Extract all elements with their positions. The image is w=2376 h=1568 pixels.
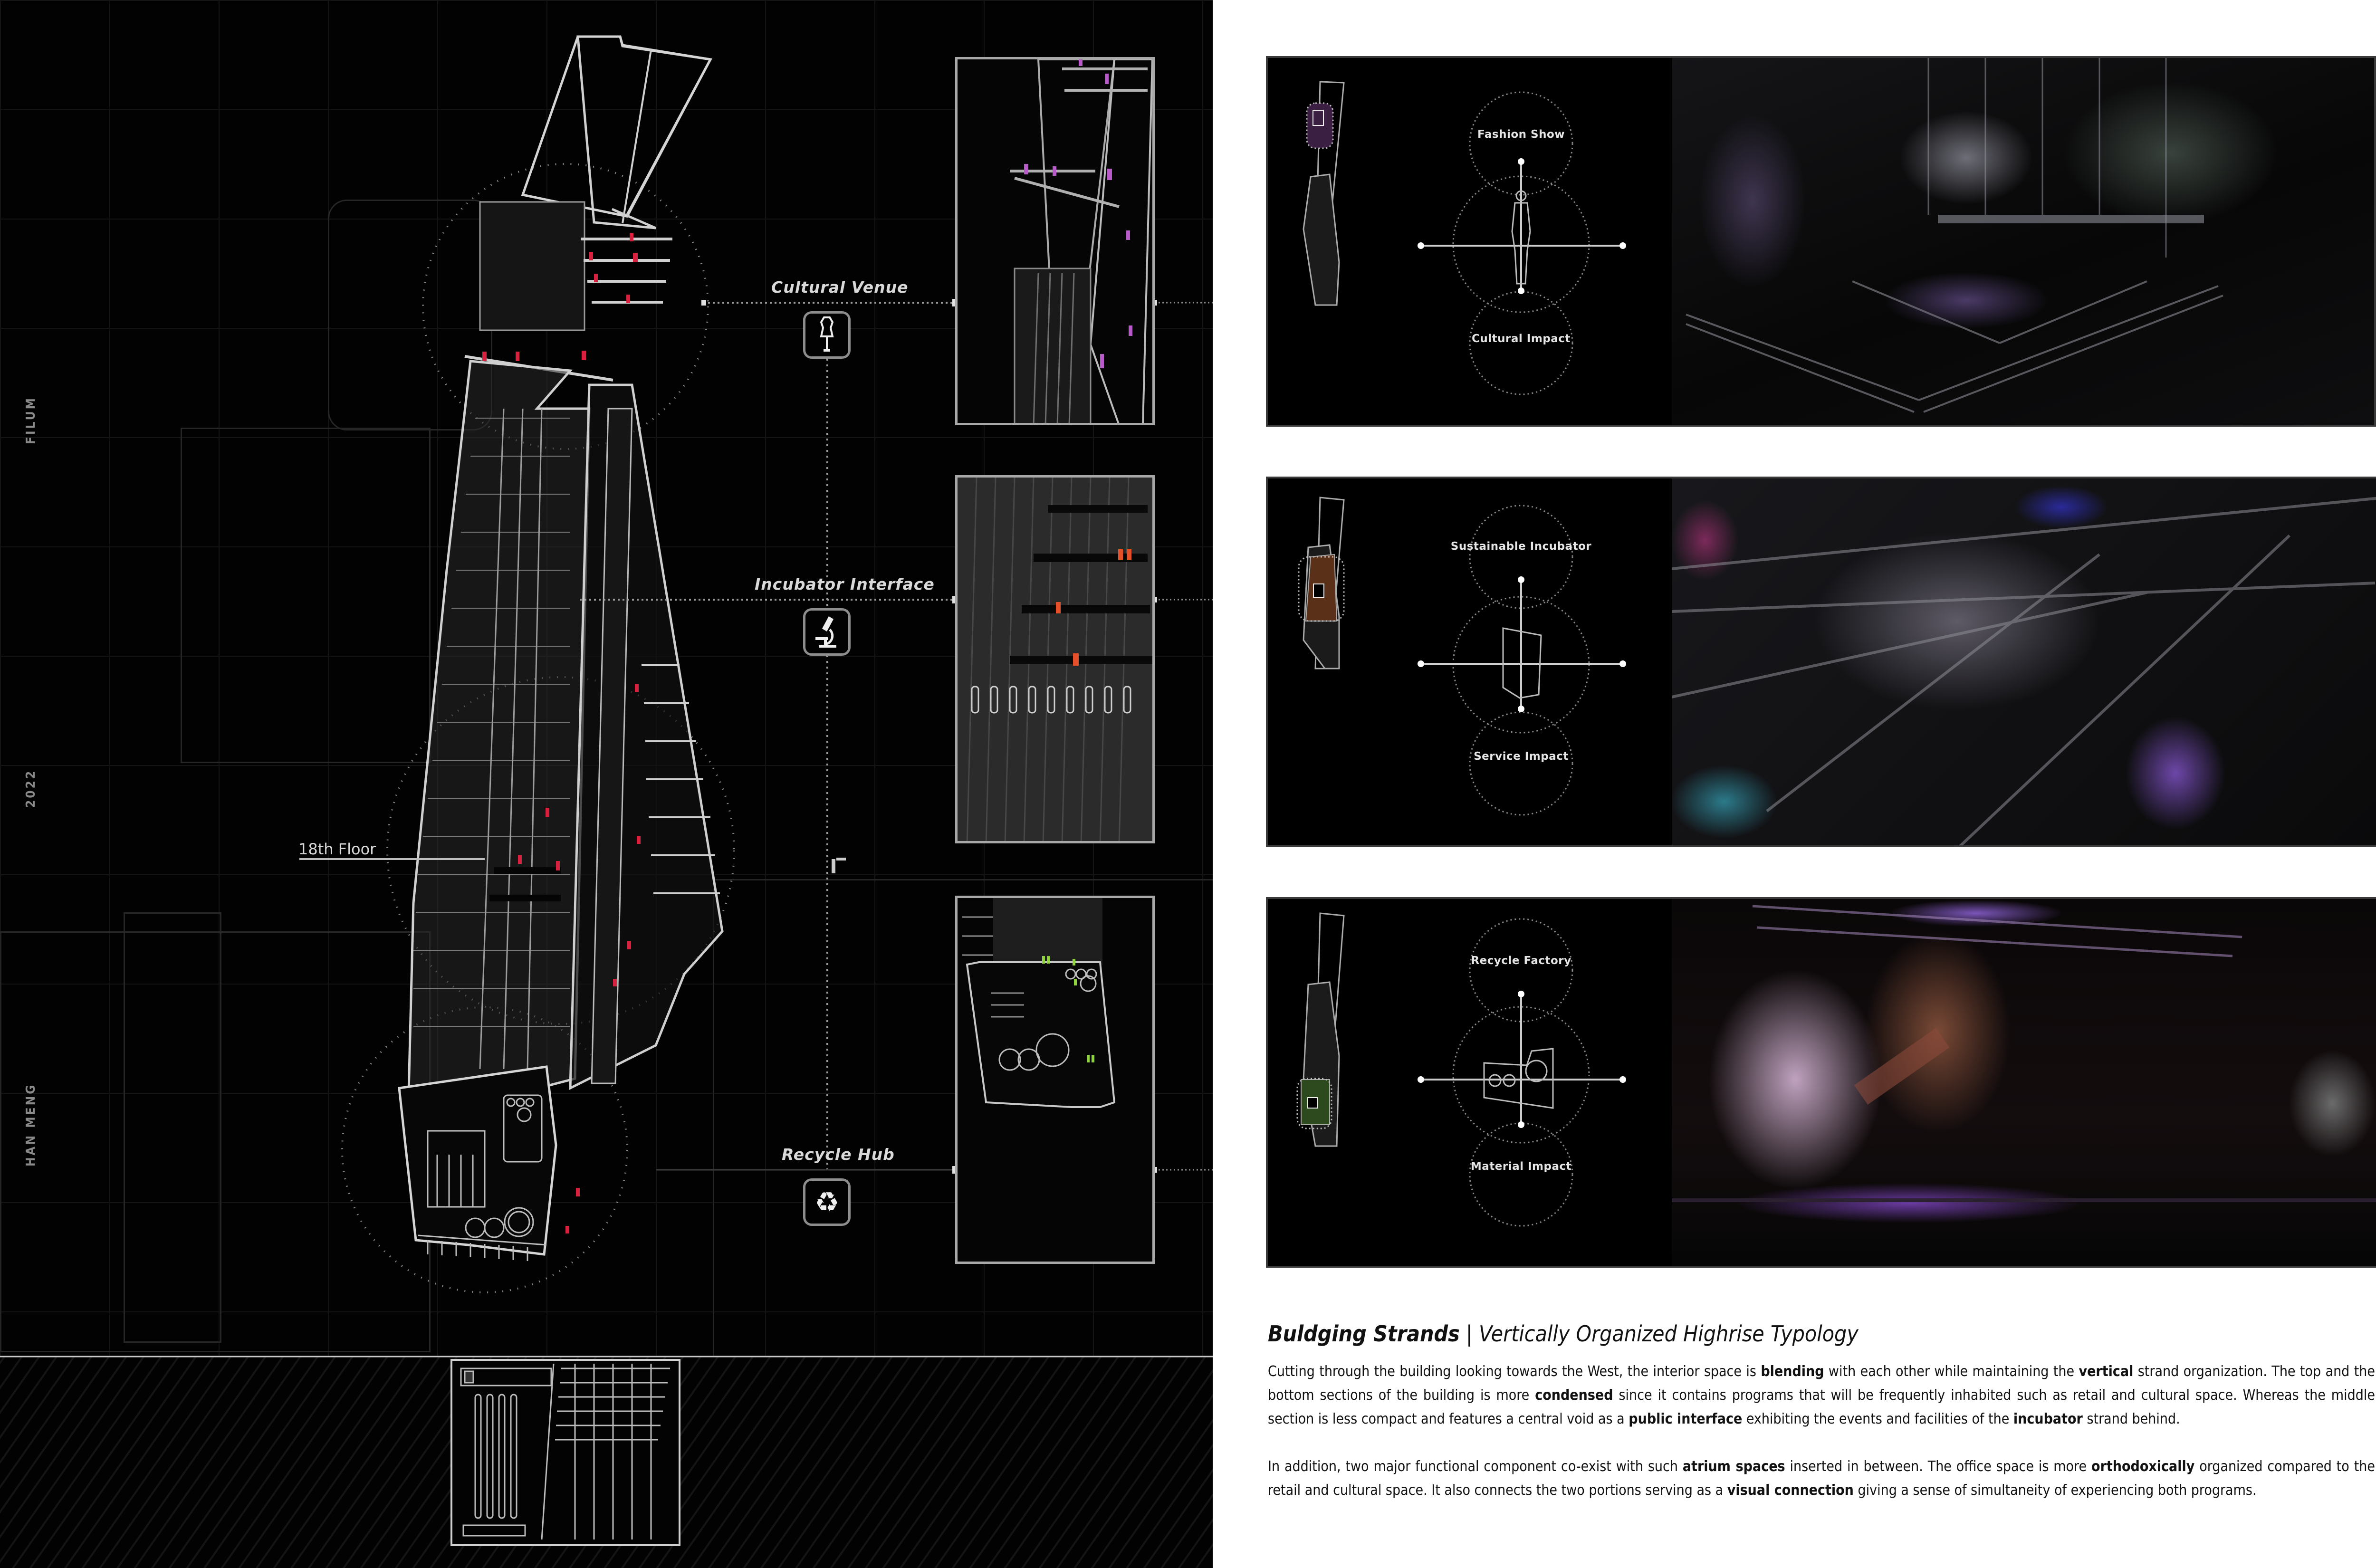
text-run: Cutting through the building looking tow… [1268, 1363, 1761, 1380]
diagram-label-top: Sustainable Incubator [1450, 540, 1592, 553]
emphasis-term: orthodoxically [2091, 1458, 2195, 1475]
title-subtitle: | Vertically Organized Highrise Typology [1459, 1321, 1859, 1347]
emphasis-term: condensed [1535, 1387, 1613, 1404]
diagram-label-top: Fashion Show [1477, 128, 1565, 141]
render-structure-lines [1686, 58, 2223, 413]
recycle-diagram [1296, 912, 1626, 1227]
diagram-label-bottom: Cultural Impact [1472, 333, 1571, 345]
description-paragraph-1: Cutting through the building looking tow… [1268, 1360, 2375, 1431]
emphasis-term: visual connection [1727, 1482, 1854, 1499]
detail-frame-cultural [955, 57, 1155, 425]
recycle-factory-render [1672, 899, 2376, 1266]
dress-form-icon [820, 316, 834, 352]
callout-cultural-venue: Cultural Venue [771, 278, 909, 296]
section-title: Buldging Strands | Vertically Organized … [1268, 1321, 2375, 1347]
diagram-label-top: Recycle Factory [1471, 955, 1571, 967]
detail-frame-incubator [955, 475, 1155, 843]
program-panel-recycle: Recycle Factory Material Impact [1266, 897, 2376, 1268]
text-run: giving a sense of simultaneity of experi… [1853, 1482, 2257, 1499]
emphasis-term: public interface [1629, 1411, 1743, 1427]
section-drawing-board: FILUM 2022 HAN MENG [0, 0, 1213, 1568]
description-paragraph-2: In addition, two major functional compon… [1268, 1455, 2375, 1502]
fashion-show-render [1672, 58, 2374, 425]
detail-frame-recycle [955, 896, 1155, 1264]
cultural-detail-drawing [1010, 59, 1152, 423]
cultural-diagram [1303, 81, 1626, 395]
tower-section-drawing [0, 35, 1213, 1546]
text-run: strand organization. The top and the bot… [1268, 1363, 2376, 1404]
incubator-atrium-render [1672, 478, 2376, 845]
floor-label-18th: 18th Floor [298, 840, 376, 858]
program-panel-incubator: Sustainable Incubator Service Impact [1266, 477, 2376, 847]
emphasis-term: blending [1761, 1363, 1824, 1380]
render-structure-lines [1672, 497, 2376, 845]
microscope-icon [815, 616, 836, 648]
recycle-detail-drawing [962, 898, 1116, 1108]
program-panel-cultural: Fashion Show Cultural Impact [1266, 56, 2376, 427]
text-run: strand behind. [2082, 1411, 2180, 1427]
diagram-label-bottom: Material Impact [1470, 1160, 1572, 1173]
diagram-label-bottom: Service Impact [1474, 750, 1569, 763]
callout-recycle-hub: Recycle Hub [782, 1145, 895, 1164]
render-structure-lines [1672, 905, 2376, 1202]
recycle-icon: ♻ [814, 1186, 839, 1218]
text-run: organized compared to the retail and cul… [1268, 1458, 2375, 1499]
callout-incubator-interface: Incubator Interface [755, 575, 935, 593]
context-building [181, 428, 431, 763]
title-main: Buldging Strands [1268, 1321, 1460, 1347]
text-run: since it contains programs that will be … [1268, 1387, 2375, 1427]
recycle-icon-box: ♻ [803, 1178, 851, 1226]
incubator-diagram [1298, 497, 1626, 816]
text-run: exhibiting the events and facilities of … [1742, 1411, 2013, 1427]
text-run: inserted in between. The office space is… [1785, 1458, 2091, 1475]
incubator-detail-drawing [966, 478, 1152, 841]
cultural-venue-icon-box [803, 311, 851, 359]
project-description: Buldging Strands | Vertically Organized … [1268, 1321, 2375, 1526]
text-run: with each other while maintaining the [1824, 1363, 2079, 1380]
emphasis-term: atrium spaces [1682, 1458, 1785, 1475]
context-skyline [124, 912, 221, 1343]
text-run: In addition, two major functional compon… [1268, 1458, 1683, 1475]
emphasis-term: incubator [2013, 1411, 2083, 1427]
incubator-icon-box [803, 608, 851, 656]
emphasis-term: vertical [2079, 1363, 2134, 1380]
